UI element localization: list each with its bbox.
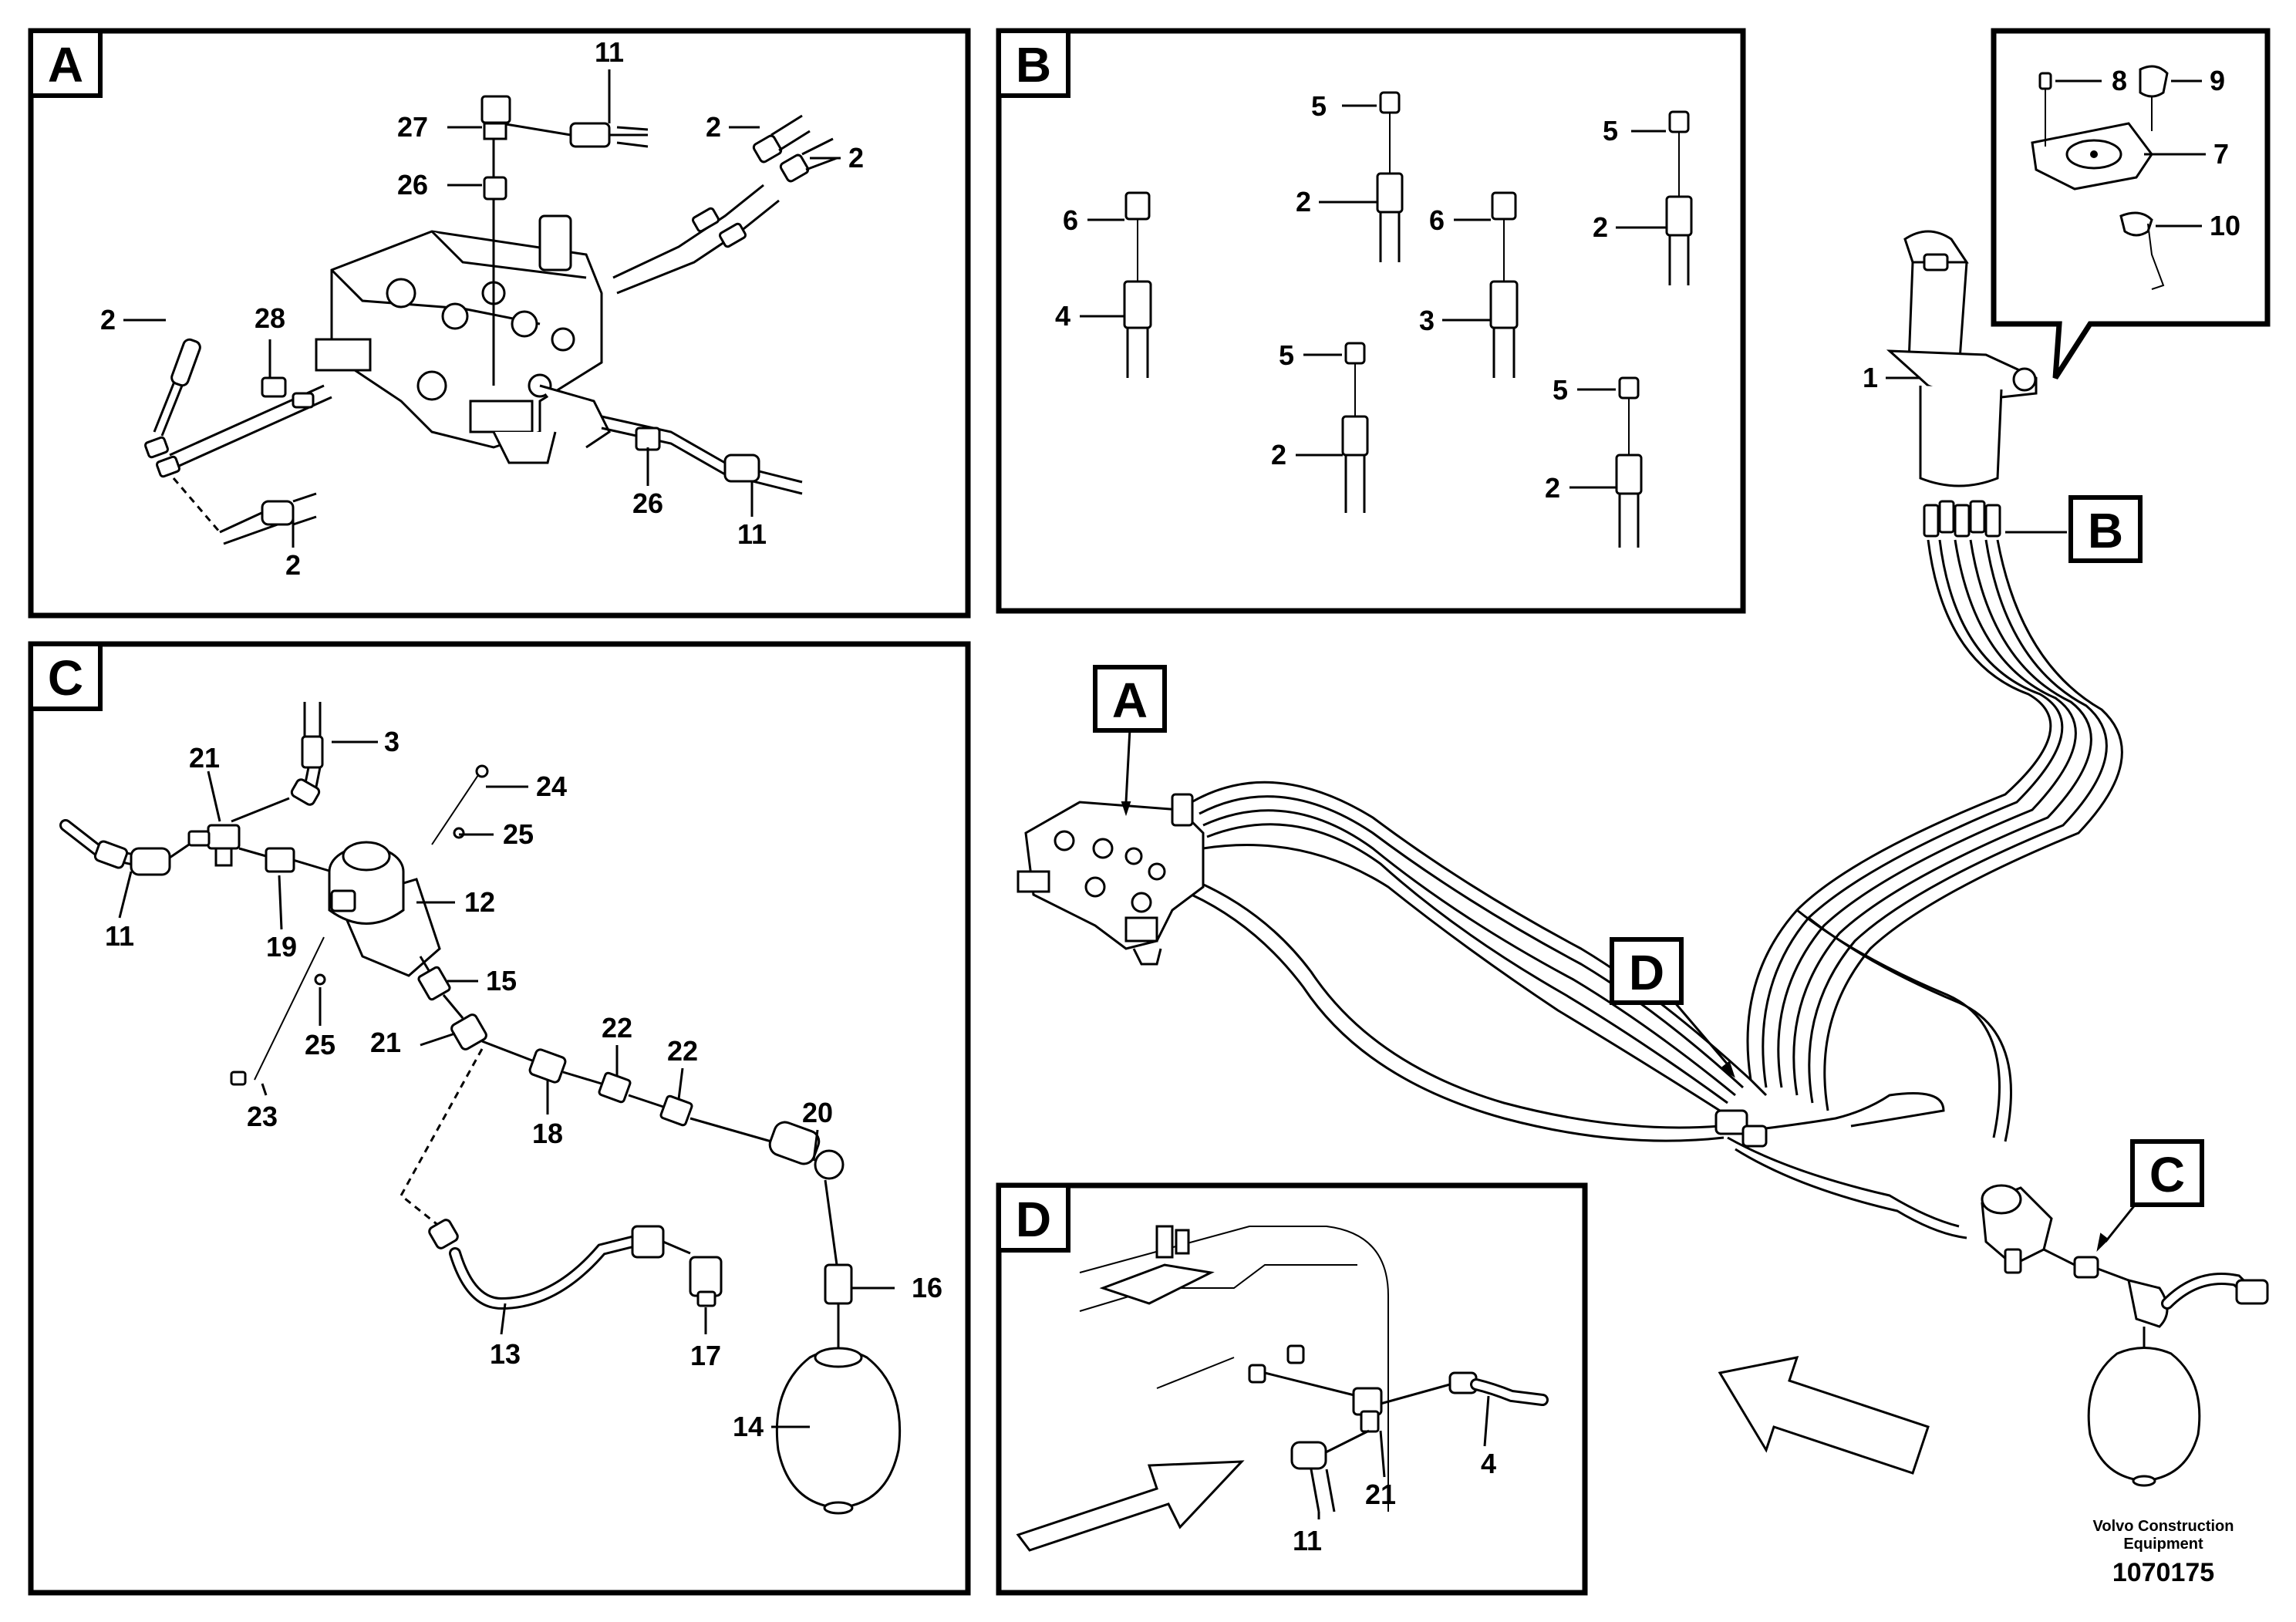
panel-b: B <box>996 28 1746 614</box>
label-c-3: 3 <box>384 726 400 757</box>
panel-a-tag-box <box>29 29 103 98</box>
panel-c-tag: C <box>48 650 83 706</box>
label-c-22-a: 22 <box>602 1012 632 1044</box>
label-c-12: 12 <box>464 886 495 918</box>
label-d-21: 21 <box>1365 1479 1396 1510</box>
main-tag-d: D <box>1629 945 1664 1000</box>
label-a-26-top: 26 <box>397 169 428 201</box>
label-c-19: 19 <box>266 931 297 963</box>
hose-end-group <box>1376 91 1404 262</box>
main-solenoid-accumulator <box>1981 1184 2269 1487</box>
label-a-2-upper-right: 2 <box>848 142 864 174</box>
label-a-11-top: 11 <box>595 36 624 68</box>
panel-b-frame <box>996 28 1746 614</box>
label-a-2-bottom: 2 <box>285 549 301 581</box>
main-tag-box-d <box>1610 937 1684 1005</box>
label-c-16: 16 <box>912 1272 942 1303</box>
panel-b-tag: B <box>1016 37 1051 93</box>
hose-end-group <box>1123 191 1152 378</box>
label-b-5-d: 5 <box>1553 374 1568 406</box>
label-a-11-bottom: 11 <box>737 518 767 550</box>
accumulator <box>775 1347 902 1515</box>
label-main-1: 1 <box>1863 362 1878 393</box>
main-tag-b: B <box>2088 503 2123 558</box>
label-c-20: 20 <box>802 1097 833 1128</box>
label-b-2-b: 2 <box>1593 211 1608 243</box>
main-assembly: 8 9 7 10 1 <box>1017 28 2271 1487</box>
label-b-4: 4 <box>1055 300 1070 332</box>
label-b-5-c: 5 <box>1279 339 1294 371</box>
label-b-5-b: 5 <box>1603 115 1618 147</box>
panel-b-tag-box <box>996 29 1070 98</box>
main-tag-box-b <box>2068 495 2143 563</box>
label-b-6-b: 6 <box>1429 204 1445 236</box>
control-valve-block <box>315 214 611 464</box>
document-number: 1070175 <box>2112 1558 2214 1587</box>
view-arrow-d <box>1016 1460 1245 1552</box>
label-b-5-a: 5 <box>1311 90 1327 122</box>
main-tag-c: C <box>2149 1147 2185 1202</box>
panel-c: C <box>28 641 971 1596</box>
label-c-24: 24 <box>536 771 567 802</box>
label-main-10: 10 <box>2210 210 2240 241</box>
hose-bundle <box>1746 539 2123 1142</box>
main-tag-box-c <box>2130 1139 2204 1207</box>
hose-end-group <box>1665 110 1693 285</box>
label-d-11: 11 <box>1293 1525 1322 1556</box>
label-b-3: 3 <box>1419 305 1435 336</box>
label-a-2-upper-left: 2 <box>706 111 721 143</box>
view-arrow-main <box>1718 1356 1930 1475</box>
label-c-14: 14 <box>733 1411 764 1442</box>
label-c-17: 17 <box>690 1340 721 1371</box>
label-a-27: 27 <box>397 111 428 143</box>
label-a-2-left: 2 <box>100 304 116 336</box>
panel-c-tag-box <box>29 642 103 711</box>
label-d-4: 4 <box>1481 1448 1496 1479</box>
panel-d-tag: D <box>1016 1192 1051 1247</box>
credit-line-1: Volvo Construction <box>2093 1518 2234 1535</box>
main-valve-block <box>1017 793 1205 966</box>
hose-end-group <box>1341 342 1369 513</box>
label-c-18: 18 <box>532 1118 563 1149</box>
label-c-22-b: 22 <box>667 1035 698 1067</box>
joystick <box>1886 230 2038 487</box>
inset-callout <box>1991 28 2271 379</box>
label-b-2-c: 2 <box>1271 439 1286 470</box>
credit-line-2: Equipment <box>2123 1536 2203 1553</box>
label-main-8: 8 <box>2112 65 2127 96</box>
label-c-13: 13 <box>490 1338 521 1370</box>
hose-end-group <box>1615 376 1643 548</box>
label-main-7: 7 <box>2213 138 2229 170</box>
panel-d-tag-box <box>996 1183 1070 1253</box>
label-main-9: 9 <box>2210 65 2225 96</box>
main-tag-box-a <box>1093 665 1167 733</box>
label-c-11: 11 <box>105 920 134 952</box>
panel-a-tag: A <box>48 37 83 93</box>
label-b-2-a: 2 <box>1296 186 1311 218</box>
label-c-25-bottom: 25 <box>305 1029 335 1061</box>
label-c-21-middle: 21 <box>370 1027 401 1058</box>
panel-d: D 4 21 11 <box>996 1182 1588 1596</box>
label-b-2-d: 2 <box>1545 472 1560 504</box>
main-tag-a: A <box>1112 673 1148 728</box>
label-c-25-top: 25 <box>503 818 534 850</box>
label-a-28: 28 <box>255 302 285 334</box>
label-c-21-top: 21 <box>189 742 220 774</box>
label-a-26-bottom: 26 <box>632 487 663 519</box>
label-c-15: 15 <box>486 965 517 996</box>
hose-run-to-valve <box>1191 781 1967 1239</box>
label-c-23: 23 <box>247 1101 278 1132</box>
hose-end-group <box>1489 191 1519 378</box>
panel-a: A <box>28 28 971 619</box>
label-b-6-a: 6 <box>1063 204 1078 236</box>
